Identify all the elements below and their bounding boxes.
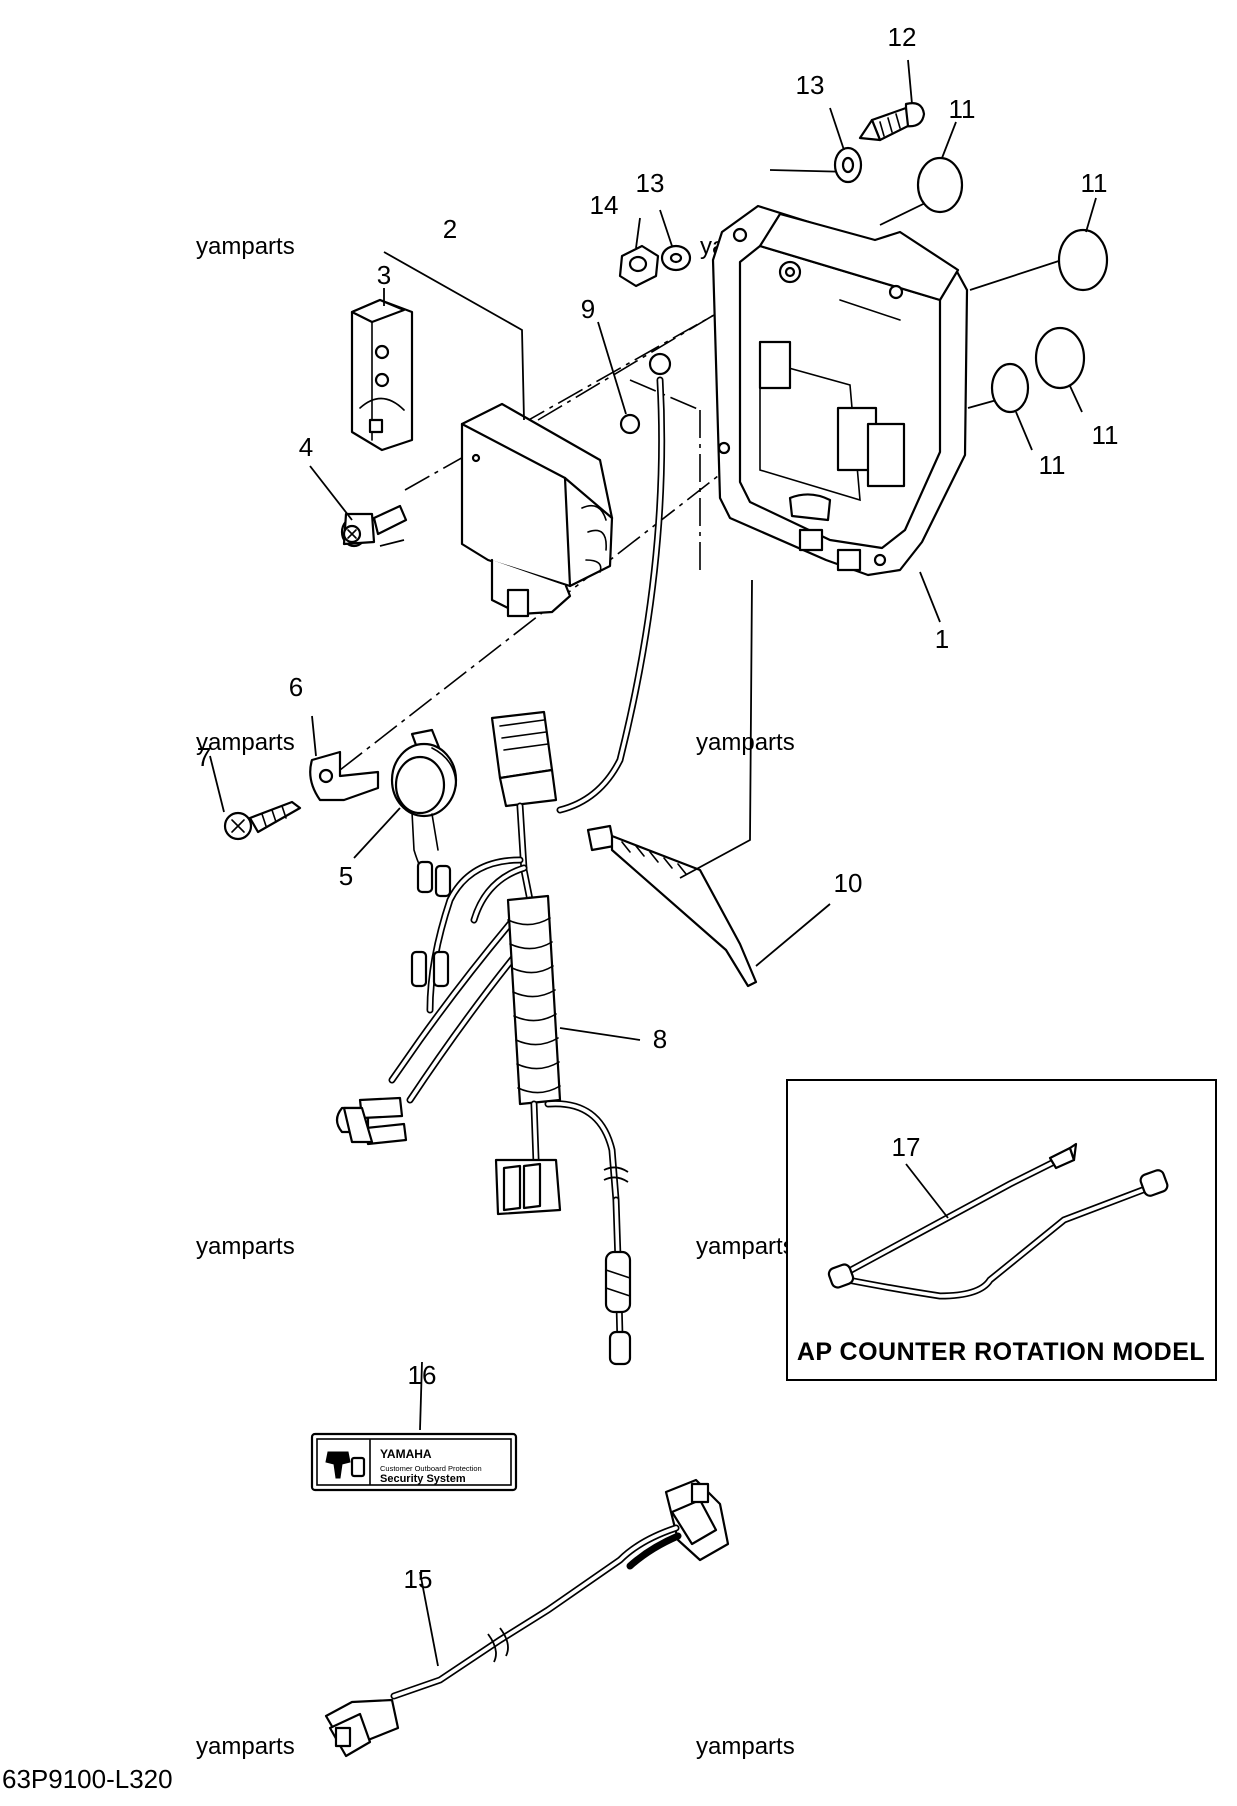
watermark: yamparts bbox=[696, 729, 795, 756]
outboard-motor-icon bbox=[325, 1451, 366, 1479]
harness-corrugated-tube bbox=[506, 894, 562, 1106]
seal bbox=[1057, 228, 1109, 292]
part-11-seals bbox=[916, 156, 1109, 414]
callout-8: 8 bbox=[653, 1024, 667, 1054]
inset-ap-counter-rotation: AP COUNTER ROTATION MODEL bbox=[786, 1079, 1217, 1381]
part-6-clip bbox=[309, 750, 380, 802]
watermark: yamparts bbox=[196, 729, 295, 756]
part-5-buzzer bbox=[390, 728, 458, 898]
watermark: yamparts bbox=[196, 1233, 295, 1260]
part-13-washers bbox=[660, 146, 863, 272]
watermark: yamparts bbox=[696, 1233, 795, 1260]
callout-10: 10 bbox=[834, 868, 863, 898]
decal-brand: YAMAHA bbox=[380, 1447, 432, 1461]
callout-1: 1 bbox=[935, 624, 949, 654]
callout-11-right: 11 bbox=[1081, 168, 1108, 198]
leader-2 bbox=[383, 251, 525, 421]
callout-11-top: 11 bbox=[949, 94, 976, 124]
part-9-o-ring bbox=[619, 413, 641, 435]
part-16-decal: YAMAHA Customer Outboard Protection Secu… bbox=[310, 1432, 518, 1492]
decal-line1: Customer Outboard Protection bbox=[380, 1464, 482, 1473]
part-12-screw bbox=[858, 102, 926, 142]
part-10-cable-tie bbox=[586, 824, 758, 988]
callout-3: 3 bbox=[377, 260, 391, 290]
watermark: yamparts bbox=[196, 1733, 295, 1760]
callout-7: 7 bbox=[197, 742, 211, 772]
callout-5: 5 bbox=[339, 861, 353, 891]
callout-leaders bbox=[209, 59, 1097, 1431]
callout-6: 6 bbox=[289, 672, 303, 702]
callout-13-middle: 13 bbox=[636, 168, 665, 198]
callout-2: 2 bbox=[443, 214, 457, 244]
callout-13-top: 13 bbox=[796, 70, 825, 100]
callout-16: 16 bbox=[408, 1360, 437, 1390]
watermark: yamparts bbox=[196, 233, 295, 260]
leader-10-line bbox=[679, 579, 753, 879]
watermark: yamparts bbox=[696, 1733, 795, 1760]
callout-11-lower-right: 11 bbox=[1092, 420, 1119, 450]
callout-4: 4 bbox=[299, 432, 313, 462]
leader-15 bbox=[419, 1571, 439, 1667]
callout-11-lower: 11 bbox=[1039, 450, 1066, 480]
callout-17: 17 bbox=[892, 1132, 921, 1162]
seal bbox=[1034, 326, 1086, 390]
callout-15: 15 bbox=[404, 1564, 433, 1594]
leader-17 bbox=[905, 1163, 949, 1219]
part-17-lead-wire bbox=[827, 1142, 1169, 1300]
decal-line2: Security System bbox=[380, 1473, 466, 1485]
callout-12: 12 bbox=[888, 22, 917, 52]
callout-numbers: 1 2 3 4 5 6 7 8 9 10 11 11 11 11 12 13 1… bbox=[197, 22, 1119, 1594]
part-15-extension-harness bbox=[324, 1478, 730, 1758]
leader-10 bbox=[755, 903, 831, 967]
document-code: 63P9100-L320 bbox=[2, 1764, 173, 1794]
callout-9: 9 bbox=[581, 294, 595, 324]
seal bbox=[990, 362, 1030, 414]
callout-14: 14 bbox=[590, 190, 619, 220]
part-3-cover bbox=[350, 298, 414, 452]
leader-8 bbox=[559, 1027, 641, 1041]
part-14-nut bbox=[618, 244, 660, 288]
part-8-wire-harness bbox=[335, 352, 672, 1366]
seal bbox=[916, 156, 964, 214]
part-1-bracket-housing bbox=[711, 204, 969, 577]
part-4-bolt bbox=[340, 504, 408, 548]
part-2-control-unit bbox=[460, 402, 614, 618]
part-7-screw bbox=[223, 800, 302, 841]
inset-title: AP COUNTER ROTATION MODEL bbox=[797, 1338, 1205, 1366]
inset-frame bbox=[786, 1079, 1217, 1381]
